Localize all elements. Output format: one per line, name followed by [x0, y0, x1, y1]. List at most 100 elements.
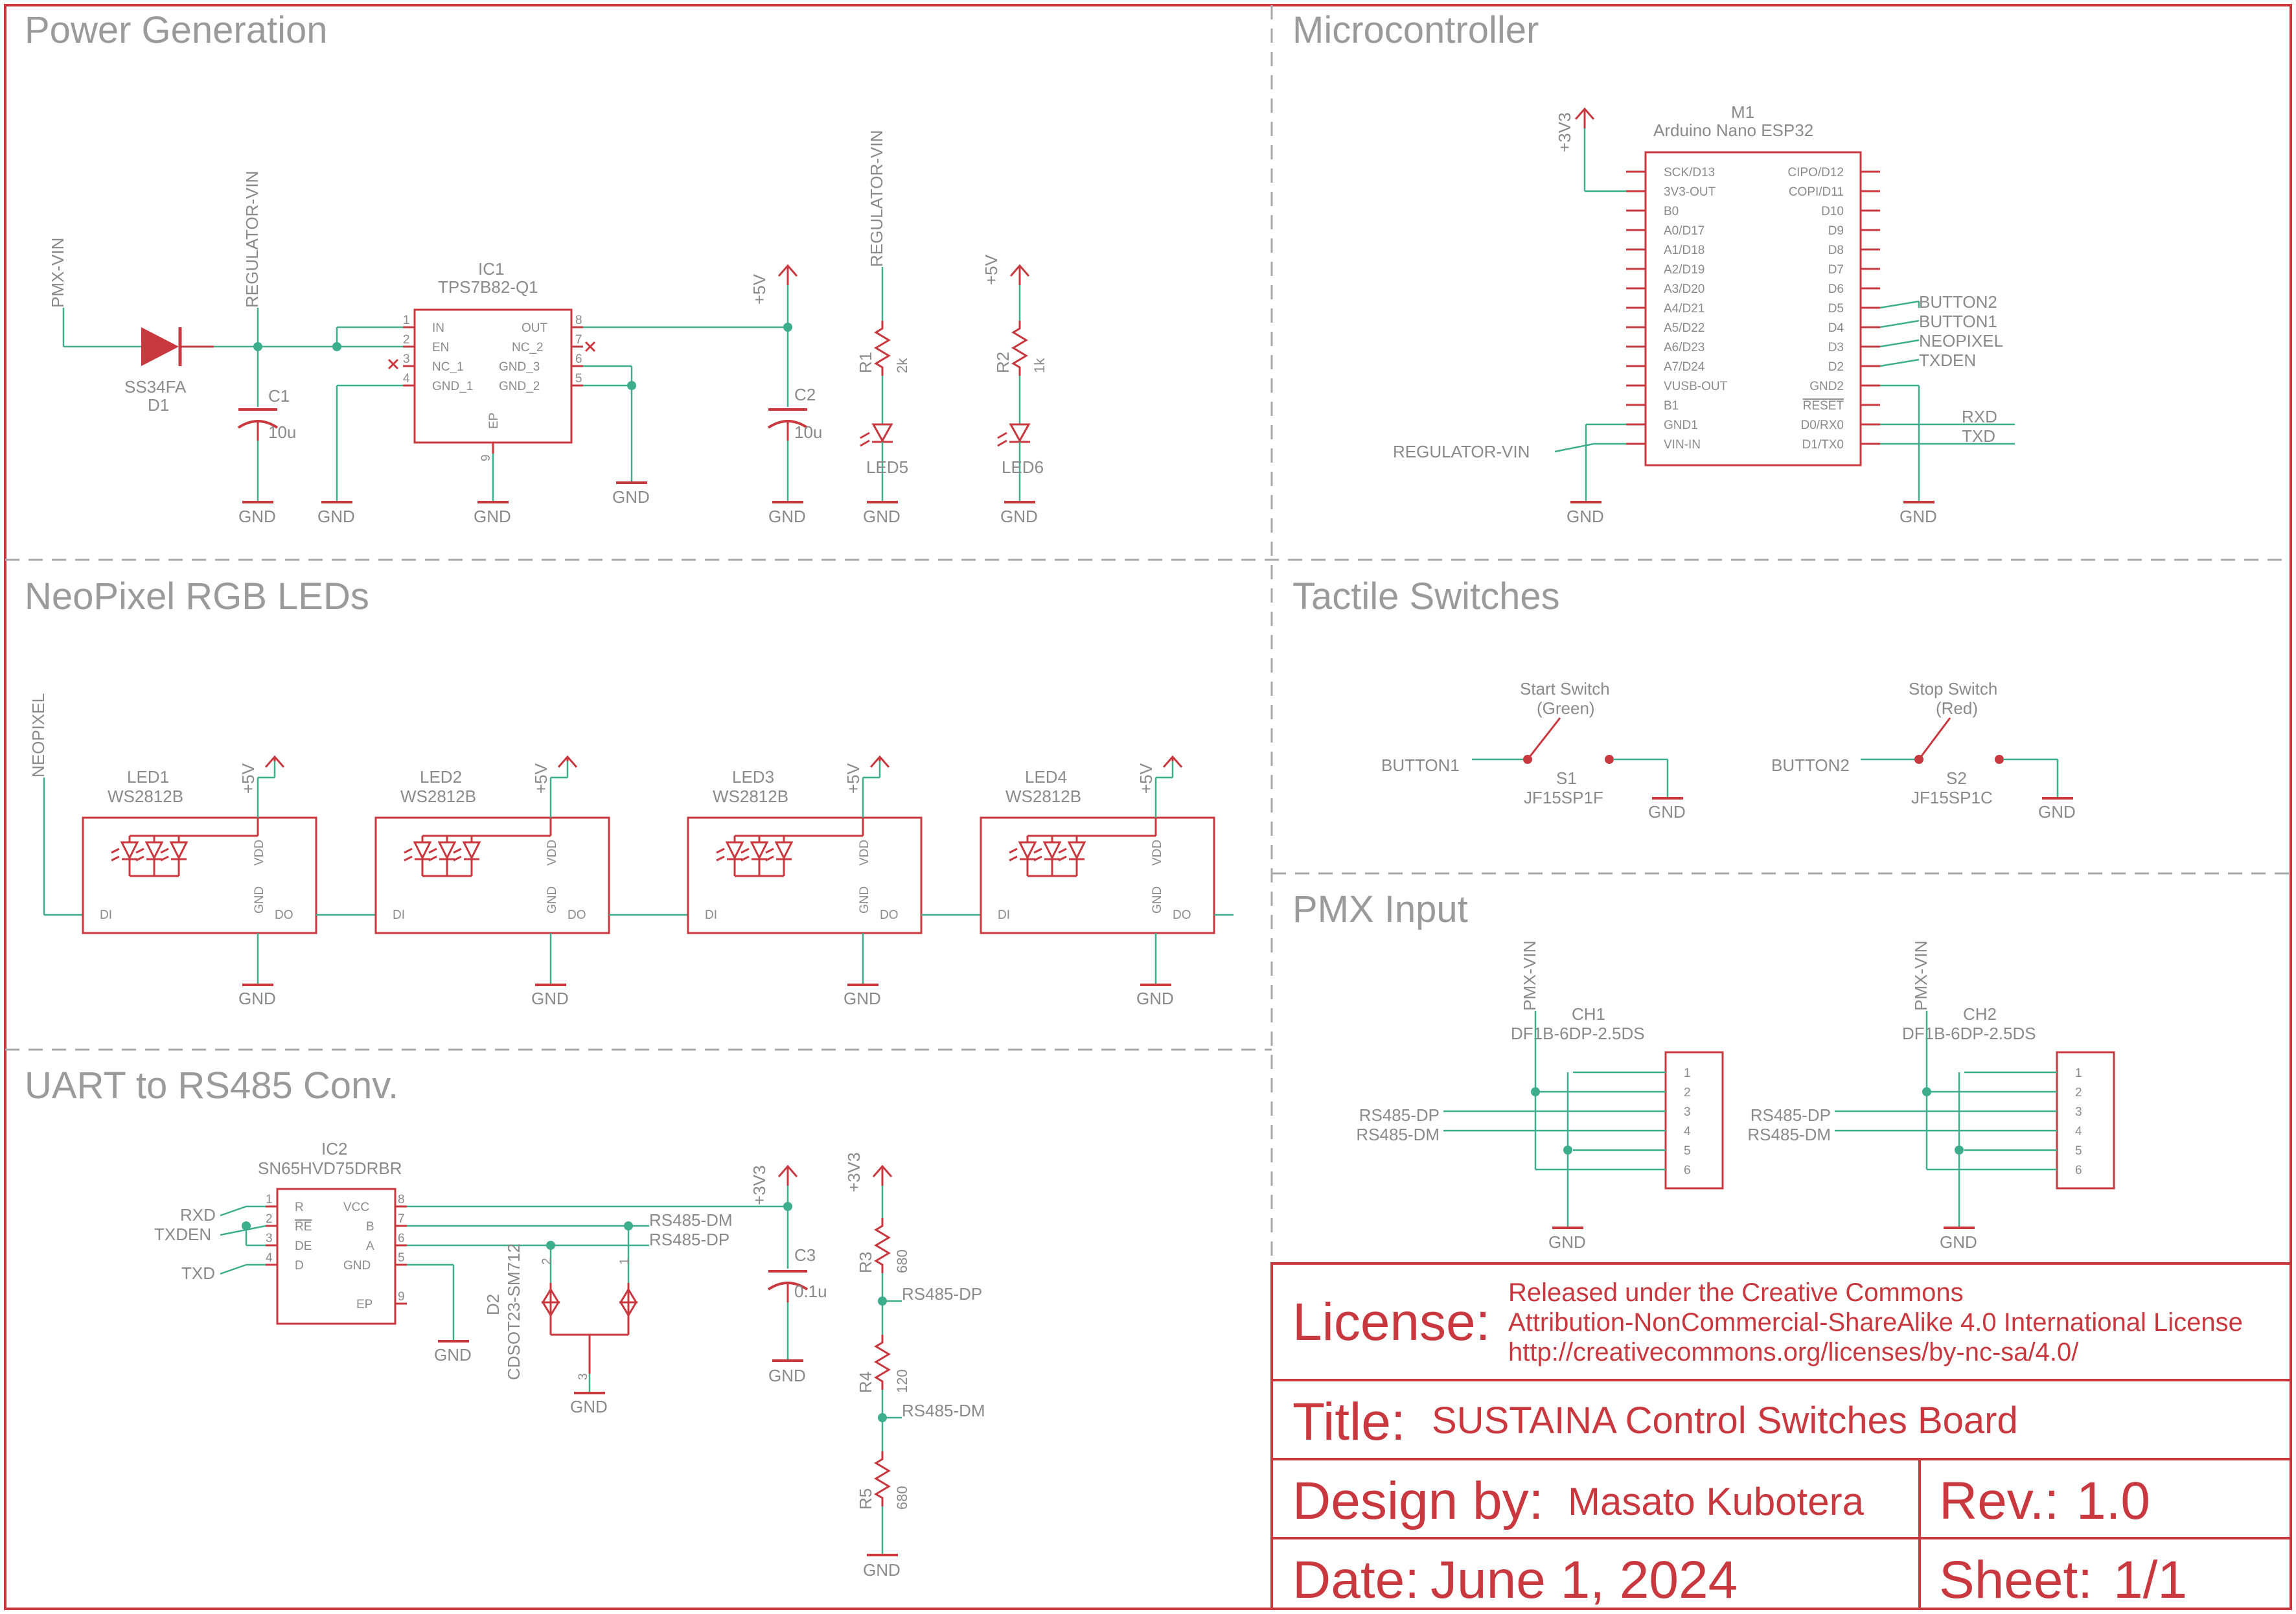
ic2-pin-re: RE — [295, 1220, 312, 1234]
date-value: June 1, 2024 — [1430, 1551, 1738, 1609]
m1-pin-left: A6/D23 — [1664, 341, 1705, 354]
s1-color: (Green) — [1537, 698, 1595, 718]
ic1-pin-en: EN — [432, 341, 449, 354]
net-label-pmx-vin: PMX-VIN — [1520, 941, 1539, 1011]
d2-ref: D2 — [483, 1294, 503, 1315]
gnd-r5: GND — [863, 1560, 901, 1580]
gnd-s2: GND — [2038, 802, 2076, 822]
m1-pin-left: A1/D18 — [1664, 244, 1705, 257]
ic1-pin-ep: EP — [487, 413, 501, 429]
connector-pin-num: 6 — [1684, 1164, 1691, 1177]
gnd-ic1-ep: GND — [474, 507, 511, 526]
r2-ref: R2 — [993, 352, 1013, 373]
connector-ref: CH2 — [1963, 1004, 1997, 1024]
section-title-switches: Tactile Switches — [1292, 575, 1560, 617]
m1-pin-left: SCK/D13 — [1664, 166, 1715, 179]
m1-pin-right: D4 — [1828, 321, 1844, 335]
ic1-pin-gnd1: GND_1 — [432, 380, 473, 393]
led-pin-do: DO — [1173, 908, 1191, 922]
led-diode — [169, 841, 189, 860]
section-title-power: Power Generation — [25, 9, 327, 51]
section-title-pmx: PMX Input — [1292, 888, 1468, 930]
ic2-pin-a: A — [366, 1239, 374, 1253]
sheet-value: 1/1 — [2113, 1551, 2187, 1609]
v33-label-r3: +3V3 — [844, 1153, 864, 1192]
m1-pin-right: D8 — [1828, 244, 1844, 257]
led-pin-di: DI — [998, 908, 1010, 922]
connector-ch1: CH1DF1B-6DP-2.5DS123456PMX-VINGNDRS485-D… — [1356, 941, 1724, 1252]
m1-pin-left: 3V3-OUT — [1664, 185, 1716, 199]
led-body — [980, 816, 1215, 934]
led-v5-label: +5V — [844, 763, 863, 794]
license-line-2: Attribution-NonCommercial-ShareAlike 4.0… — [1508, 1308, 2243, 1337]
led-ref: LED3 — [732, 767, 774, 787]
led-gnd-label: GND — [238, 989, 276, 1008]
ic2-pinnum: 4 — [266, 1251, 273, 1265]
ic1-pin-out: OUT — [522, 321, 548, 335]
ic1-pinnum: 1 — [403, 314, 410, 327]
c1-ref: C1 — [268, 386, 290, 406]
r1-ref: R1 — [856, 352, 875, 373]
d2-part: CDSOT23-SM712 — [504, 1243, 523, 1380]
connector-pin-num: 1 — [1684, 1066, 1691, 1080]
capacitor-c1 — [237, 408, 279, 441]
led-body — [374, 816, 610, 934]
ic2-pinnum: 3 — [266, 1232, 273, 1245]
ic2-body — [276, 1188, 396, 1325]
r2-val: 1k — [1031, 358, 1048, 373]
net-label-uart-dm: RS485-DM — [649, 1210, 733, 1230]
m1-pin-right: D6 — [1828, 282, 1844, 296]
connector-body — [2056, 1051, 2115, 1190]
led-pin-vdd: VDD — [1151, 840, 1164, 866]
ic1-pinnum: 2 — [403, 333, 410, 347]
led-pin-di: DI — [100, 908, 112, 922]
net-label-uart-txd: TXD — [181, 1263, 215, 1283]
gnd-d2: GND — [570, 1397, 608, 1416]
capacitor-c2 — [767, 408, 809, 441]
led-pin-di: DI — [705, 908, 717, 922]
connector-pin-num: 1 — [2075, 1066, 2082, 1080]
design-value: Masato Kubotera — [1568, 1480, 1865, 1523]
led-diode — [1018, 841, 1037, 860]
v5-label-c2: +5V — [750, 273, 769, 305]
r4-val: 120 — [894, 1369, 910, 1393]
led-diode — [725, 841, 744, 860]
m1-ref: M1 — [1731, 102, 1754, 122]
gnd-c2: GND — [768, 507, 806, 526]
d2-pin: 3 — [577, 1373, 590, 1380]
sheet-frame — [4, 4, 2292, 1610]
led-diode — [120, 841, 139, 860]
ic2-part: SN65HVD75DRBR — [258, 1159, 402, 1178]
m1-pin-right: COPI/D11 — [1789, 185, 1844, 199]
net-label-s2-button2: BUTTON2 — [1771, 755, 1850, 775]
m1-pin-right: D10 — [1821, 205, 1844, 218]
gnd-mcu-left: GND — [1567, 507, 1604, 526]
v33-label-mcu: +3V3 — [1555, 113, 1574, 152]
r5-val: 680 — [894, 1486, 910, 1510]
title-value: SUSTAINA Control Switches Board — [1432, 1400, 2018, 1442]
net-label-s1-button1: BUTTON1 — [1381, 755, 1460, 775]
net-label-pmx-dp: RS485-DP — [1751, 1105, 1831, 1125]
net-label-reg-vin: REGULATOR-VIN — [242, 171, 262, 308]
net-label-button1: BUTTON1 — [1919, 312, 1997, 331]
ic2-pin-gnd: GND — [343, 1259, 371, 1273]
led-diode — [1042, 841, 1062, 860]
led6-symbol — [997, 423, 1031, 447]
m1-pin-left: A5/D22 — [1664, 321, 1705, 335]
led-pin-do: DO — [275, 908, 293, 922]
connector-pin-num: 6 — [2075, 1164, 2082, 1177]
led-diode — [462, 841, 481, 860]
net-label-pmx-vin: PMX-VIN — [48, 238, 67, 308]
led-diode — [437, 841, 457, 860]
ic2-ref: IC2 — [321, 1139, 347, 1159]
section-title-mcu: Microcontroller — [1292, 9, 1539, 51]
ic1-pinnum-ep: 9 — [479, 454, 493, 461]
led-gnd-label: GND — [531, 989, 569, 1008]
led-ref: LED2 — [420, 767, 462, 787]
led-pin-di: DI — [393, 908, 405, 922]
net-label-neopixel-in: NEOPIXEL — [29, 693, 48, 778]
section-title-neopixel: NeoPixel RGB LEDs — [25, 575, 369, 617]
